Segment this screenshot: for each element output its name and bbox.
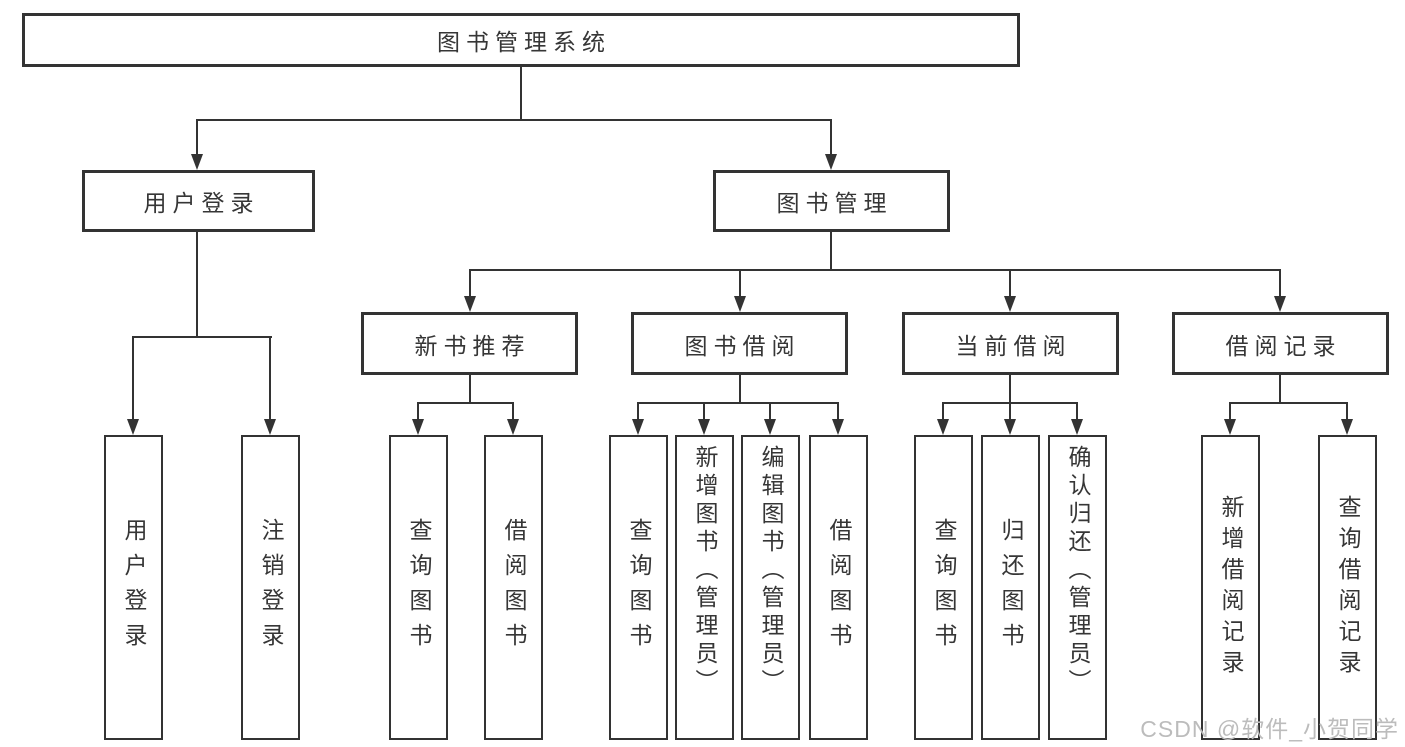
- connector-vline: [196, 119, 198, 156]
- arrowhead-down-icon: [1274, 296, 1286, 312]
- leaf-query-books-borrowing: 查询图书: [609, 435, 668, 740]
- arrowhead-down-icon: [825, 154, 837, 170]
- leaf-borrow-books-recommend: 借阅图书: [484, 435, 543, 740]
- leaf-borrow-books-borrowing: 借阅图书: [809, 435, 868, 740]
- leaf-logout-login: 注销登录: [241, 435, 300, 740]
- connector-hline: [132, 336, 272, 338]
- node-current-borrowing: 当前借阅: [902, 312, 1119, 375]
- node-book-borrowing: 图书借阅: [631, 312, 848, 375]
- arrowhead-down-icon: [1071, 419, 1083, 435]
- leaf-query-borrow-record: 查询借阅记录: [1318, 435, 1377, 740]
- arrowhead-down-icon: [937, 419, 949, 435]
- connector-vline: [739, 375, 741, 403]
- node-user-login: 用户登录: [82, 170, 315, 232]
- arrowhead-down-icon: [1004, 419, 1016, 435]
- connector-vline: [1009, 375, 1011, 403]
- arrowhead-down-icon: [264, 419, 276, 435]
- connector-vline: [1009, 402, 1011, 421]
- arrowhead-down-icon: [1004, 296, 1016, 312]
- connector-vline: [512, 402, 514, 421]
- leaf-query-books-current: 查询图书: [914, 435, 973, 740]
- connector-hline: [637, 402, 839, 404]
- connector-vline: [739, 269, 741, 298]
- connector-vline: [703, 402, 705, 421]
- connector-vline: [1229, 402, 1231, 421]
- connector-vline: [1346, 402, 1348, 421]
- connector-vline: [830, 232, 832, 270]
- leaf-query-books-recommend: 查询图书: [389, 435, 448, 740]
- connector-vline: [830, 119, 832, 156]
- leaf-add-books-admin: 新增图书（管理员）: [675, 435, 734, 740]
- connector-hline: [469, 269, 1281, 271]
- leaf-edit-books-admin: 编辑图书（管理员）: [741, 435, 800, 740]
- arrowhead-down-icon: [734, 296, 746, 312]
- connector-hline: [1229, 402, 1348, 404]
- connector-vline: [837, 402, 839, 421]
- arrowhead-down-icon: [191, 154, 203, 170]
- arrowhead-down-icon: [832, 419, 844, 435]
- node-new-book-recommend: 新书推荐: [361, 312, 578, 375]
- connector-vline: [769, 402, 771, 421]
- connector-vline: [469, 375, 471, 403]
- connector-vline: [942, 402, 944, 421]
- arrowhead-down-icon: [127, 419, 139, 435]
- connector-vline: [1076, 402, 1078, 421]
- connector-vline: [417, 402, 419, 421]
- connector-vline: [469, 269, 471, 298]
- connector-hline: [196, 119, 832, 121]
- connector-vline: [1279, 269, 1281, 298]
- connector-vline: [132, 336, 134, 420]
- csdn-watermark: CSDN @软件_小贺同学: [1140, 716, 1399, 742]
- arrowhead-down-icon: [1341, 419, 1353, 435]
- connector-vline: [520, 67, 522, 120]
- node-book-management: 图书管理: [713, 170, 950, 232]
- node-borrow-records: 借阅记录: [1172, 312, 1389, 375]
- arrowhead-down-icon: [698, 419, 710, 435]
- connector-vline: [1009, 269, 1011, 298]
- node-root: 图书管理系统: [22, 13, 1020, 67]
- leaf-return-books: 归还图书: [981, 435, 1040, 740]
- leaf-add-borrow-record: 新增借阅记录: [1201, 435, 1260, 740]
- arrowhead-down-icon: [632, 419, 644, 435]
- arrowhead-down-icon: [764, 419, 776, 435]
- connector-hline: [417, 402, 514, 404]
- arrowhead-down-icon: [1224, 419, 1236, 435]
- leaf-user-login: 用户登录: [104, 435, 163, 740]
- connector-vline: [269, 336, 271, 420]
- arrowhead-down-icon: [507, 419, 519, 435]
- leaf-confirm-return-admin: 确认归还（管理员）: [1048, 435, 1107, 740]
- arrowhead-down-icon: [412, 419, 424, 435]
- connector-vline: [1279, 375, 1281, 403]
- connector-vline: [637, 402, 639, 421]
- connector-vline: [196, 232, 198, 337]
- arrowhead-down-icon: [464, 296, 476, 312]
